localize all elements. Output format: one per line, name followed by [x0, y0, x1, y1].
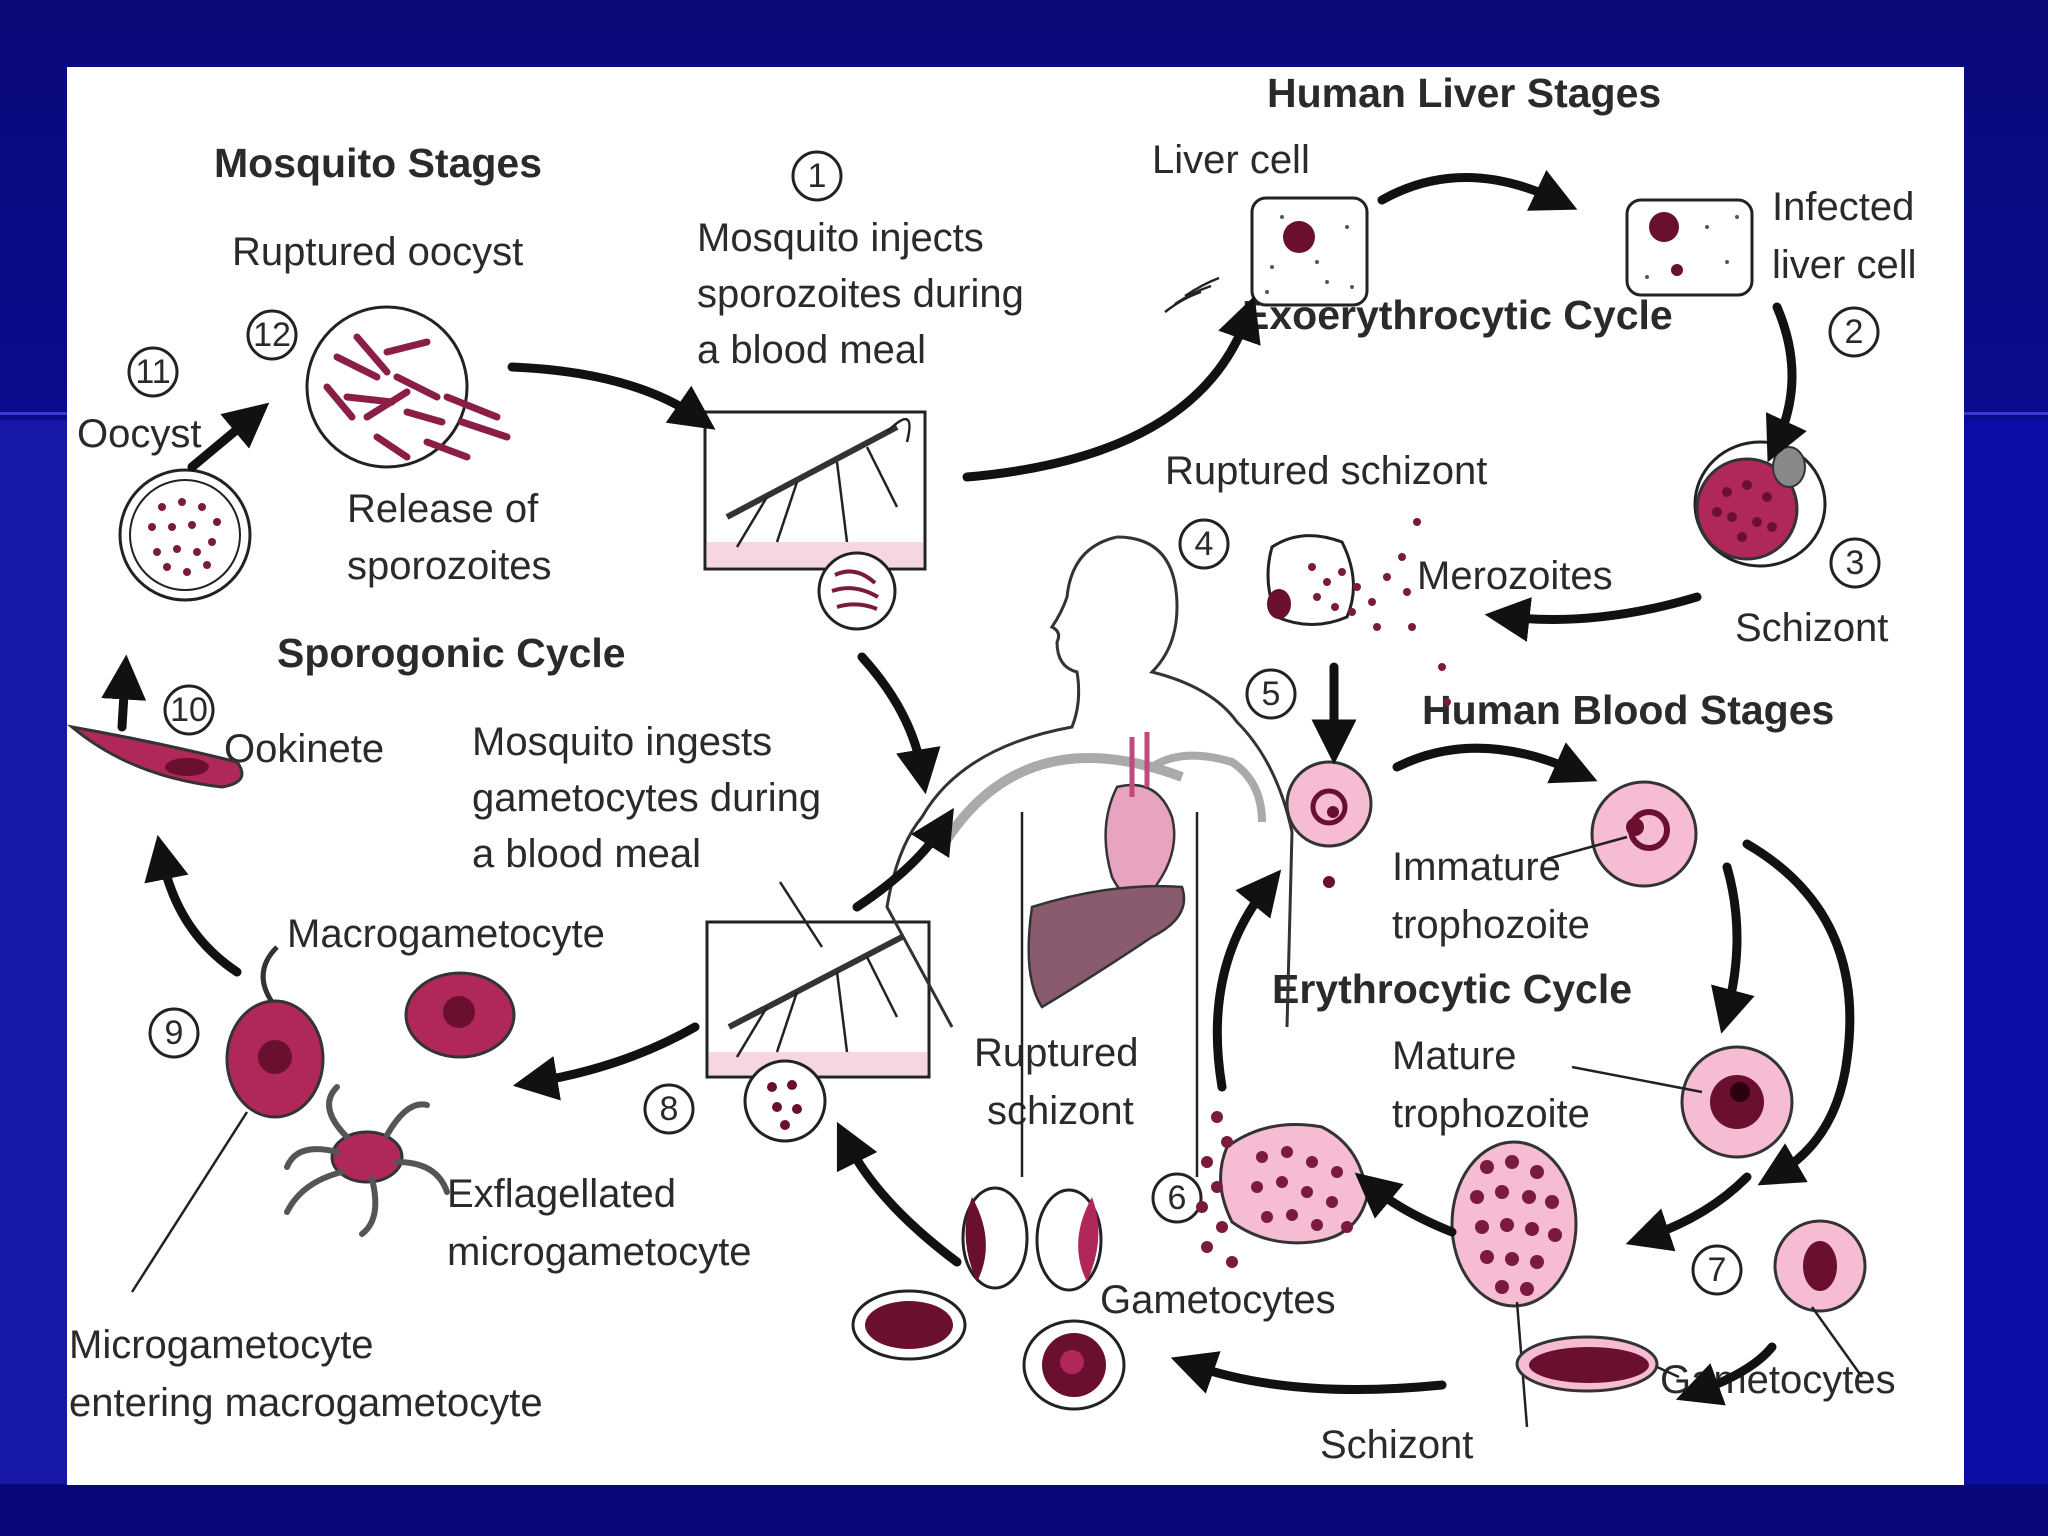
label-ruptured-schizont-top: Ruptured schizont: [1165, 449, 1487, 493]
oocyst-illustration: [118, 468, 252, 602]
label-mosquito-ingests-line3: a blood meal: [472, 832, 701, 876]
step-7: 7: [1691, 1244, 1743, 1296]
step-8: 8: [643, 1083, 695, 1135]
label-immature-trophozoite-line1: Immature: [1392, 845, 1561, 889]
merozoite-cell-illustration: [1285, 760, 1373, 888]
human-figure: [885, 535, 1294, 1177]
label-infected-liver-cell-line1: Infected: [1772, 185, 1914, 229]
step-1: 1: [791, 150, 843, 202]
svg-text:3: 3: [1846, 544, 1865, 582]
svg-text:9: 9: [165, 1014, 184, 1052]
heading-human-blood-stages: Human Blood Stages: [1422, 687, 1834, 733]
svg-text:11: 11: [135, 353, 170, 391]
label-immature-trophozoite-line2: trophozoite: [1392, 903, 1590, 947]
label-ruptured-schizont-low-line1: Ruptured: [974, 1031, 1139, 1075]
label-ookinete: Ookinete: [224, 727, 384, 771]
step-9: 9: [148, 1007, 200, 1059]
svg-text:7: 7: [1708, 1251, 1727, 1289]
label-exflagellated-line2: microgametocyte: [447, 1230, 752, 1274]
gametocyte-right-crescent-illustration: [1515, 1335, 1680, 1393]
ruptured-schizont-top-illustration: [1266, 518, 1451, 706]
liver-cell-illustration: [1250, 196, 1369, 307]
lifecycle-diagram-panel: Human Liver Stages Mosquito Stages Exoer…: [67, 67, 1964, 1485]
microgametocyte-entering-illustration: [130, 945, 325, 1293]
label-mature-trophozoite-line2: trophozoite: [1392, 1092, 1590, 1136]
gametocyte-right-round-illustration: [1773, 1219, 1867, 1378]
label-mosquito-injects-line1: Mosquito injects: [697, 216, 984, 260]
step-10: 10: [163, 684, 215, 736]
mosquito-feeding-box-top: [703, 410, 927, 571]
label-mosquito-injects-line2: sporozoites during: [697, 272, 1024, 316]
infected-liver-cell-illustration: [1625, 198, 1754, 297]
step-12: 12: [246, 309, 298, 361]
malaria-lifecycle-diagram: Human Liver Stages Mosquito Stages Exoer…: [67, 70, 1916, 1467]
slide-bottom-strip: [0, 1484, 2048, 1536]
svg-text:10: 10: [170, 691, 208, 729]
label-schizont-top: Schizont: [1735, 606, 1888, 650]
label-oocyst: Oocyst: [77, 412, 201, 456]
cycle-arrows: [101, 170, 1855, 1406]
label-mature-trophozoite-line1: Mature: [1392, 1034, 1517, 1078]
label-merozoites: Merozoites: [1417, 554, 1613, 598]
step-2: 2: [1828, 306, 1880, 358]
label-gametocytes-mid: Gametocytes: [1100, 1278, 1336, 1322]
mature-trophozoite-illustration: [1571, 1045, 1794, 1159]
ruptured-schizont-low-illustration: [1196, 1111, 1369, 1268]
svg-text:12: 12: [253, 316, 291, 354]
heading-sporogonic-cycle: Sporogonic Cycle: [277, 630, 626, 676]
macrogametocyte-illustration: [404, 971, 516, 1059]
label-exflagellated-line1: Exflagellated: [447, 1172, 676, 1216]
label-schizont-bottom: Schizont: [1320, 1423, 1473, 1467]
step-11: 11: [127, 346, 179, 398]
sporozoites-detail-circle: [817, 551, 897, 631]
gametocytes-detail-circle: [743, 1059, 827, 1143]
svg-text:8: 8: [660, 1090, 679, 1128]
label-microgametocyte-line1: Microgametocyte: [69, 1323, 374, 1367]
label-macrogametocyte: Macrogametocyte: [287, 912, 605, 956]
label-liver-cell: Liver cell: [1152, 138, 1310, 182]
heading-erythrocytic-cycle: Erythrocytic Cycle: [1272, 966, 1632, 1012]
svg-text:4: 4: [1195, 525, 1214, 563]
step-4: 4: [1178, 518, 1230, 570]
label-mosquito-injects-line3: a blood meal: [697, 328, 926, 372]
schizont-liver-illustration: [1693, 440, 1827, 568]
label-mosquito-ingests-line1: Mosquito ingests: [472, 720, 772, 764]
step-3: 3: [1829, 537, 1881, 589]
label-ruptured-schizont-low-line2: schizont: [987, 1089, 1134, 1133]
exflagellated-microgametocyte-illustration: [284, 1084, 450, 1237]
ruptured-oocyst-illustration: [305, 305, 511, 469]
step-5: 5: [1245, 668, 1297, 720]
gametocytes-mid-group-illustration: [851, 1186, 1126, 1411]
label-mosquito-ingests-line2: gametocytes during: [472, 776, 821, 820]
immature-trophozoite-illustration: [1546, 780, 1698, 888]
label-release-of-sporozoites-line1: Release of: [347, 487, 539, 531]
ookinete-illustration: [67, 724, 244, 789]
mosquito-feeding-box-bottom: [705, 920, 931, 1079]
svg-text:5: 5: [1262, 675, 1281, 713]
label-microgametocyte-line2: entering macrogametocyte: [69, 1381, 543, 1425]
schizont-blood-illustration: [1450, 1140, 1578, 1428]
step-6: 6: [1151, 1172, 1203, 1224]
svg-text:6: 6: [1168, 1179, 1187, 1217]
sporozoites-entering-liver: [1164, 276, 1220, 313]
heading-mosquito-stages: Mosquito Stages: [214, 140, 542, 186]
label-infected-liver-cell-line2: liver cell: [1772, 243, 1916, 287]
label-release-of-sporozoites-line2: sporozoites: [347, 544, 552, 588]
svg-text:2: 2: [1845, 313, 1864, 351]
svg-text:1: 1: [808, 157, 827, 195]
heading-human-liver-stages: Human Liver Stages: [1267, 70, 1661, 116]
label-ruptured-oocyst: Ruptured oocyst: [232, 230, 523, 274]
